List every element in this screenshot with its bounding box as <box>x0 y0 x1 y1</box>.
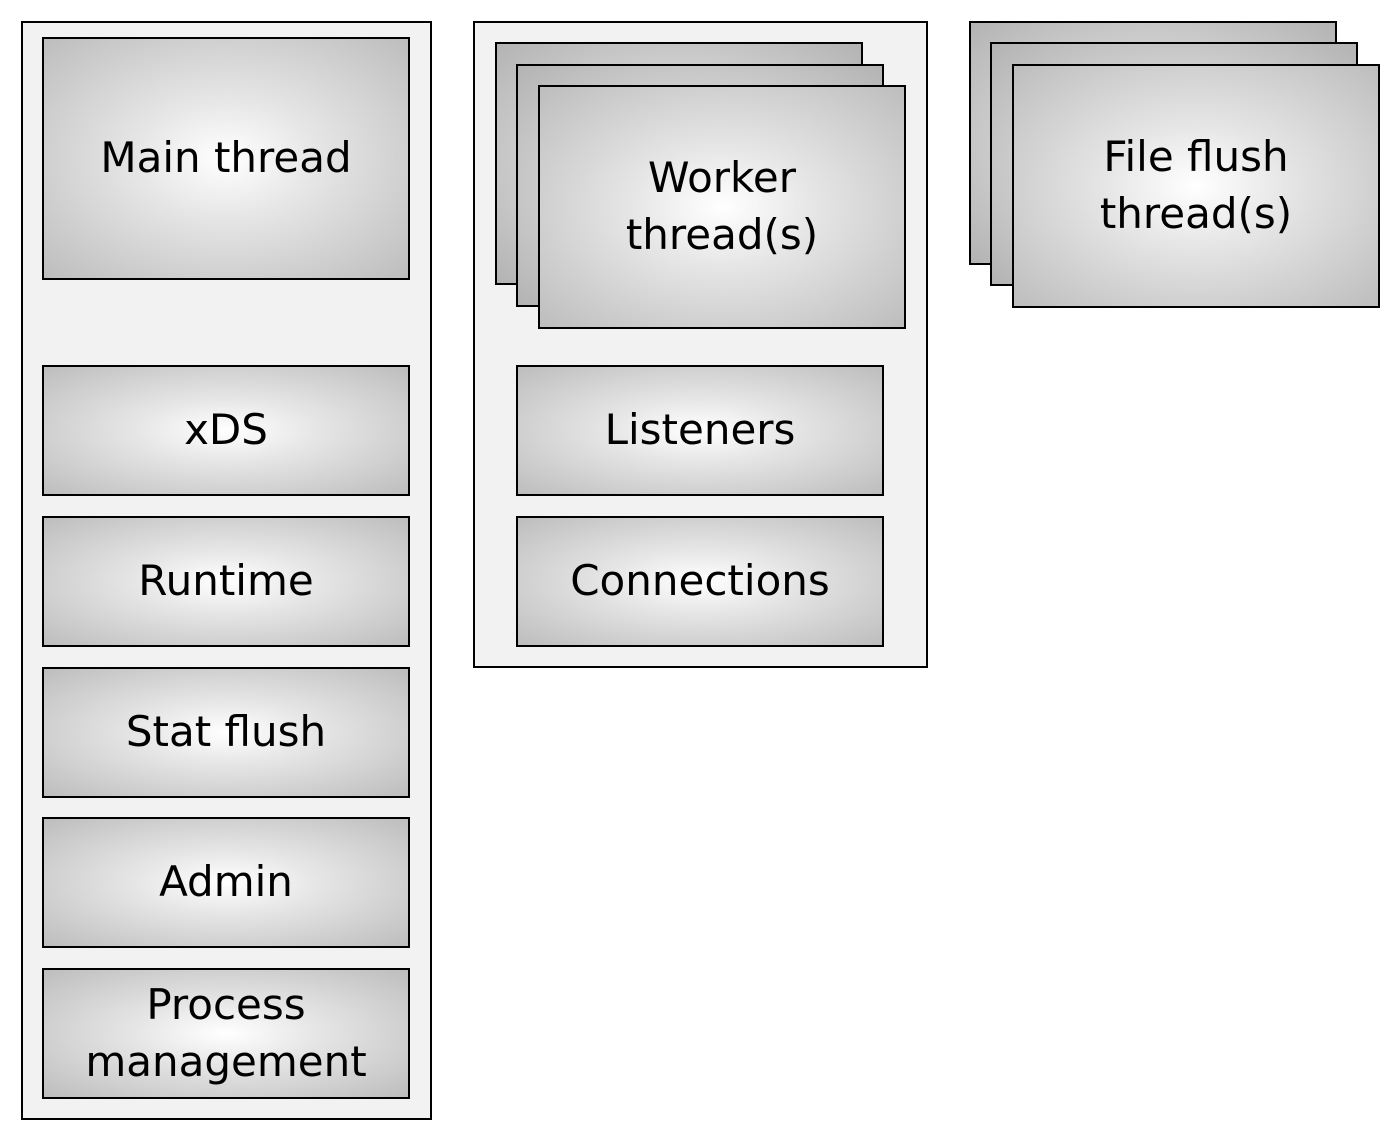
main-thread-label: Main thread <box>100 133 352 183</box>
runtime-label: Runtime <box>138 556 314 606</box>
file-flush-thread-label: File flush thread(s) <box>1099 132 1293 238</box>
process-management-box: Process management <box>42 968 410 1099</box>
connections-box: Connections <box>516 516 884 647</box>
xds-label: xDS <box>184 405 268 455</box>
runtime-box: Runtime <box>42 516 410 647</box>
listeners-label: Listeners <box>604 405 796 455</box>
listeners-box: Listeners <box>516 365 884 496</box>
stat-flush-label: Stat flush <box>125 707 327 757</box>
stat-flush-box: Stat flush <box>42 667 410 798</box>
main-thread-box: Main thread <box>42 37 410 280</box>
admin-label: Admin <box>159 857 293 907</box>
admin-box: Admin <box>42 817 410 948</box>
worker-thread-box: Worker thread(s) <box>538 85 906 329</box>
worker-thread-label: Worker thread(s) <box>625 153 819 259</box>
process-management-label: Process management <box>85 979 367 1086</box>
connections-label: Connections <box>570 556 830 606</box>
xds-box: xDS <box>42 365 410 496</box>
file-flush-thread-box: File flush thread(s) <box>1012 64 1380 308</box>
